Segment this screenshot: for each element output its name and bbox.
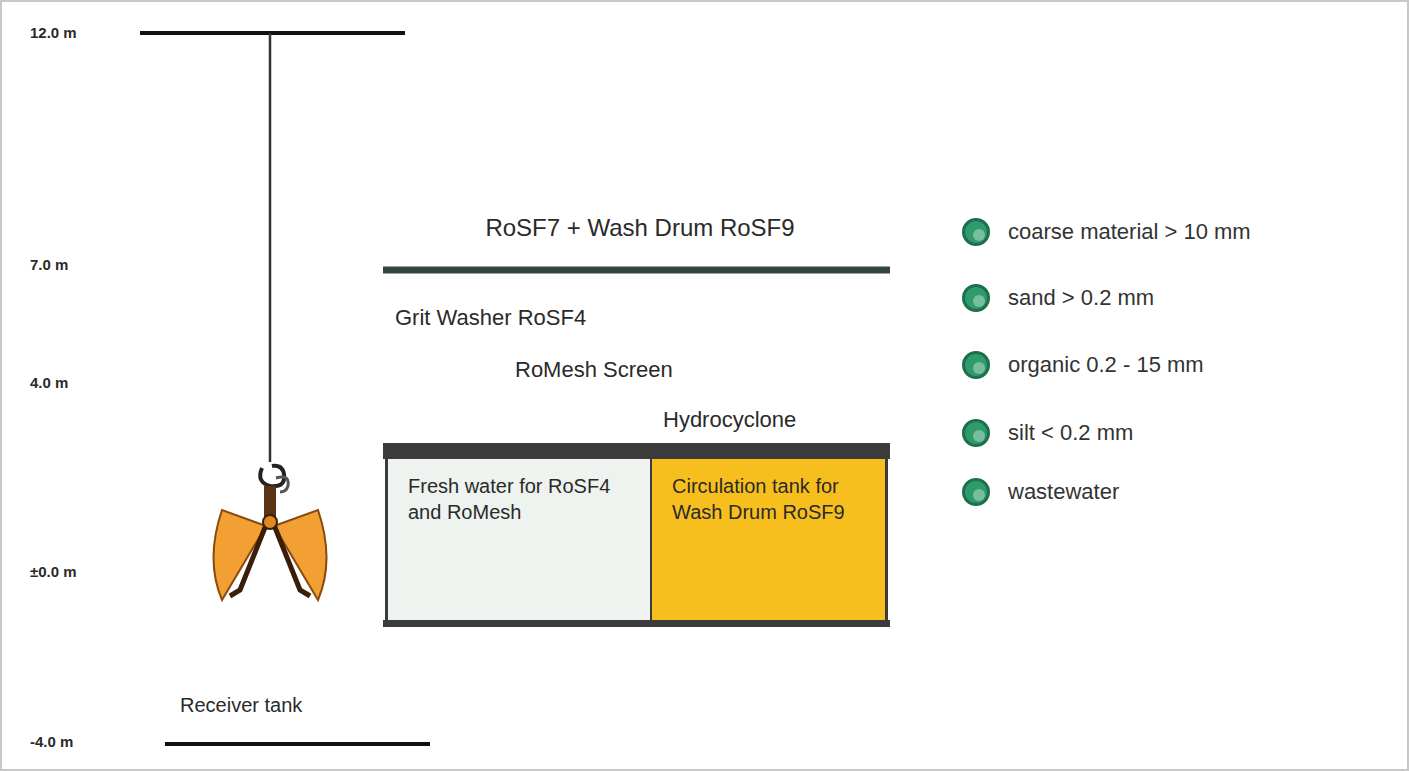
equipment-label: Hydrocyclone xyxy=(663,407,796,432)
elevation-label: -4.0 m xyxy=(30,733,73,750)
legend-text: organic 0.2 - 15 mm xyxy=(1008,352,1204,378)
elevation-label: 4.0 m xyxy=(30,374,68,391)
legend-text: sand > 0.2 mm xyxy=(1008,285,1154,311)
tank-floor-line xyxy=(165,742,430,746)
legend-entry: sand > 0.2 mm xyxy=(962,284,1154,312)
equipment-label: RoSF7 + Wash Drum RoSF9 xyxy=(485,214,794,242)
legend-entry: wastewater xyxy=(962,478,1119,506)
legend-entry: organic 0.2 - 15 mm xyxy=(962,351,1204,379)
compartment-text: Fresh water for RoSF4 and RoMesh xyxy=(408,473,636,525)
tank-compartment: Circulation tank for Wash Drum RoSF9 xyxy=(650,459,888,620)
legend-text: silt < 0.2 mm xyxy=(1008,420,1133,446)
equipment-label: Grit Washer RoSF4 xyxy=(395,305,586,330)
legend-swatch xyxy=(962,351,990,379)
tank-compartment: Fresh water for RoSF4 and RoMesh xyxy=(385,459,650,620)
legend-text: coarse material > 10 mm xyxy=(1008,219,1251,245)
tank-label: Receiver tank xyxy=(180,694,302,717)
platform-line xyxy=(383,267,890,274)
legend-swatch xyxy=(962,419,990,447)
compartment-text: Circulation tank for Wash Drum RoSF9 xyxy=(672,473,871,525)
legend-swatch xyxy=(962,284,990,312)
legend-swatch xyxy=(962,218,990,246)
elevation-label: 7.0 m xyxy=(30,256,68,273)
level-line xyxy=(140,31,405,35)
tank-top xyxy=(383,443,890,459)
pump-grab xyxy=(214,466,327,600)
tank-bottom xyxy=(383,620,890,627)
legend-swatch xyxy=(962,478,990,506)
legend-text: wastewater xyxy=(1008,479,1119,505)
legend-entry: silt < 0.2 mm xyxy=(962,419,1133,447)
legend-entry: coarse material > 10 mm xyxy=(962,218,1251,246)
suspension-line xyxy=(269,33,272,462)
elevation-label: 12.0 m xyxy=(30,24,77,41)
elevation-label: ±0.0 m xyxy=(30,563,77,580)
equipment-label: RoMesh Screen xyxy=(515,357,673,382)
